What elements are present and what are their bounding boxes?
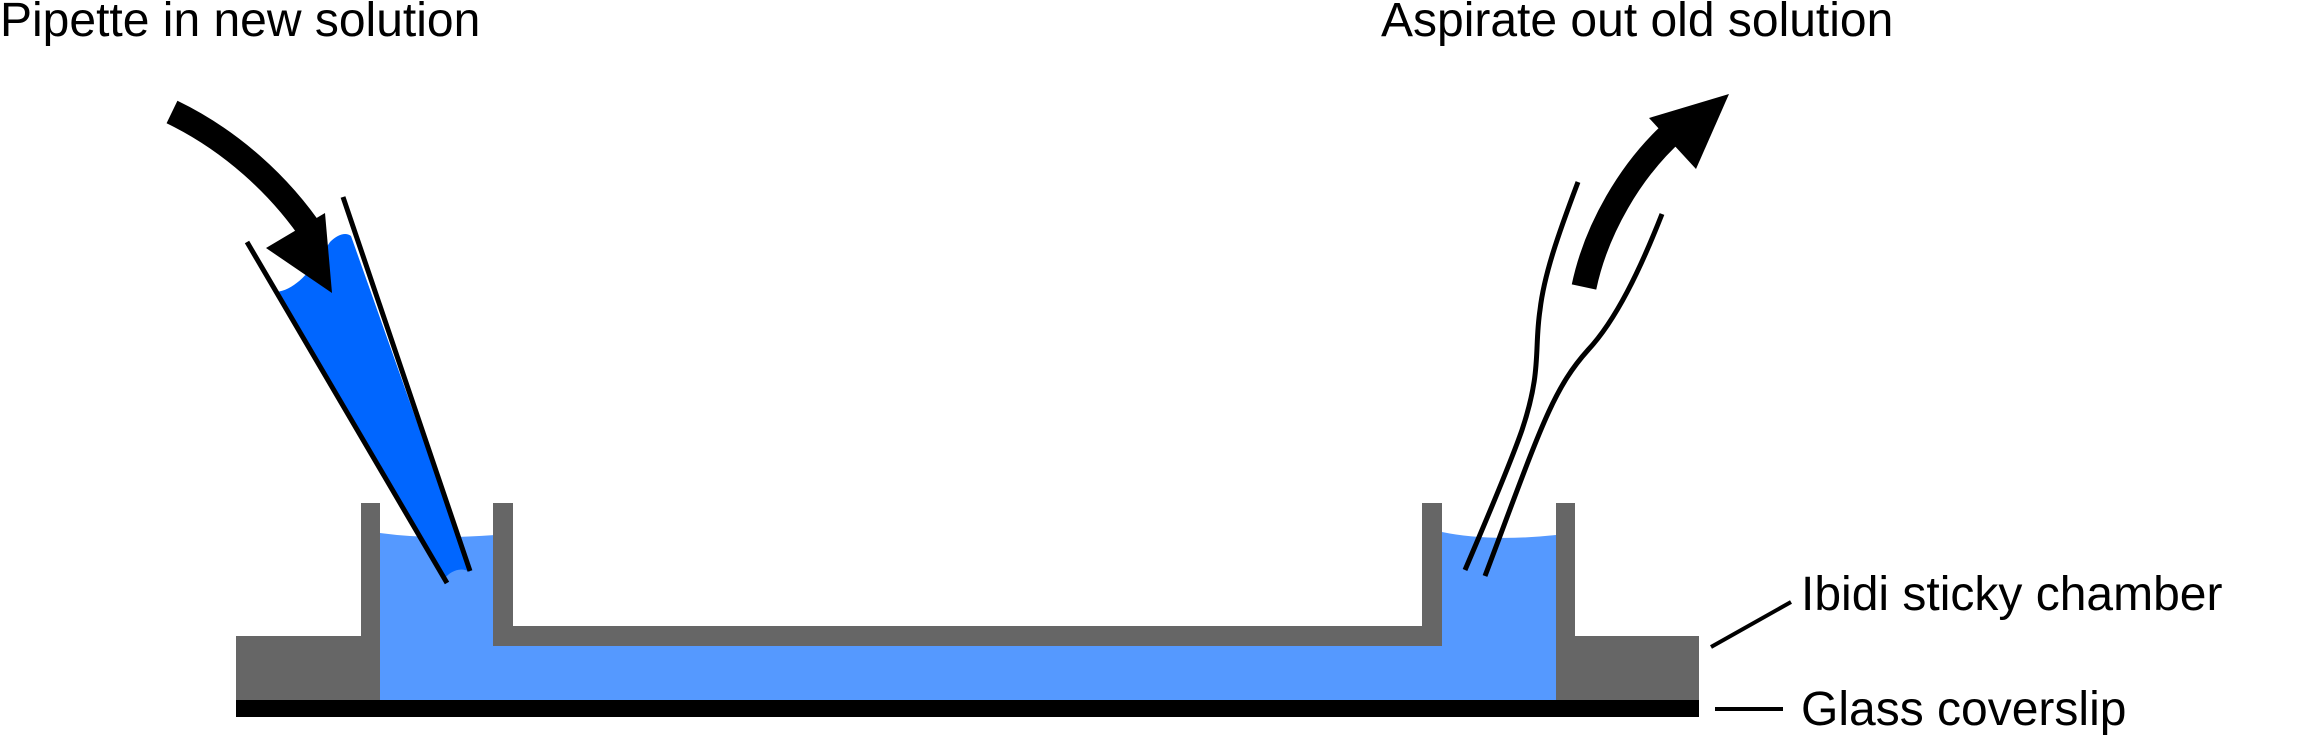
pipette-left-wall (244, 240, 450, 585)
aspirate-arrow-shaft (1571, 120, 1684, 290)
curved-arrow-down-icon (166, 100, 332, 293)
solution-bottom-channel (380, 646, 1556, 700)
ibidi-sticky-chamber (236, 503, 1699, 700)
chamber-left-base (236, 636, 361, 700)
pipette-arrow-head (266, 213, 332, 293)
curved-arrow-up-icon (1571, 94, 1729, 290)
chamber-left-outer-wall (361, 503, 380, 700)
chamber-right-outer-wall (1556, 503, 1575, 700)
solution (380, 532, 1556, 700)
glass-coverslip (236, 700, 1699, 717)
pipette (244, 196, 473, 585)
chamber-inner-u-channel (493, 503, 1442, 646)
pipette-label: Pipette in new solution (0, 0, 480, 47)
chamber-leader-line (1710, 600, 1792, 649)
aspiration-tube-left-wall (1462, 181, 1581, 571)
aspiration-tube (1462, 181, 1665, 577)
chamber-right-base (1575, 636, 1699, 700)
pipette-liquid (276, 234, 470, 578)
aspirate-arrow-head (1649, 94, 1729, 169)
pipette-right-wall (340, 196, 473, 572)
aspirate-label: Aspirate out old solution (1381, 0, 1893, 47)
pipette-arrow-shaft (166, 100, 325, 243)
coverslip-label: Glass coverslip (1801, 683, 2126, 736)
chamber-label: Ibidi sticky chamber (1801, 568, 2222, 621)
aspiration-tube-right-wall (1482, 213, 1665, 577)
